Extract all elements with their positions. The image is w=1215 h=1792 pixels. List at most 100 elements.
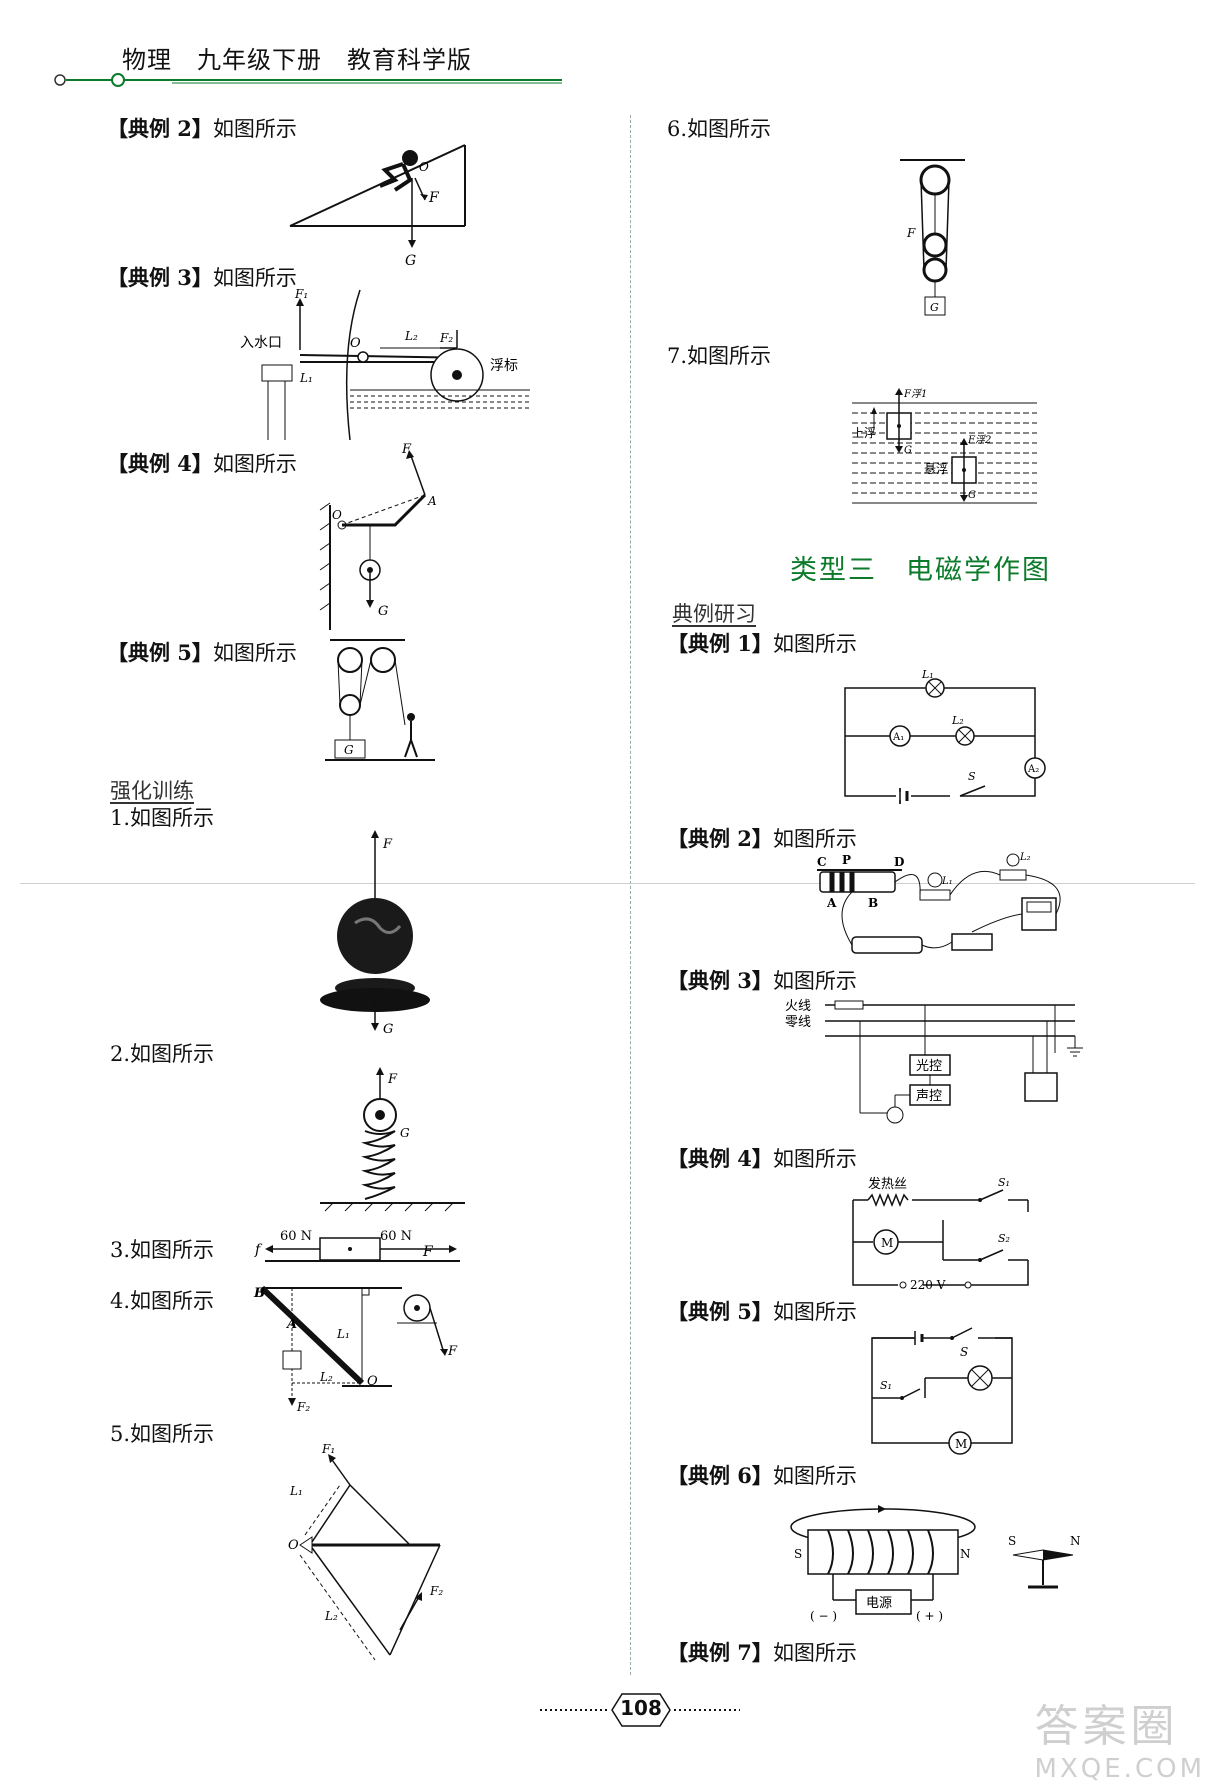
right-example-7: 【典例 7】如图所示 <box>667 1640 857 1665</box>
svg-text:F: F <box>428 190 440 206</box>
left-exercise-3: 3.如图所示 <box>110 1238 215 1262</box>
svg-text:F₁: F₁ <box>294 287 308 301</box>
svg-text:S: S <box>1008 1534 1016 1548</box>
watermark: 答案圈 MXQE.COM <box>1035 1690 1205 1784</box>
svg-text:G: G <box>930 301 939 314</box>
svg-text:60 N: 60 N <box>380 1229 412 1244</box>
figure-angle-lever: F₁ L₁ O F₂ L₂ <box>270 1442 470 1675</box>
svg-text:F: F <box>906 226 916 240</box>
left-example-5: 【典例 5】如图所示 <box>107 640 297 665</box>
figure-incline-climber: O F G <box>285 140 485 270</box>
svg-text:O: O <box>332 508 342 522</box>
svg-text:G: G <box>383 1022 393 1037</box>
svg-text:A: A <box>826 896 837 910</box>
svg-text:O: O <box>350 336 361 351</box>
svg-text:S: S <box>968 770 976 783</box>
svg-text:G: G <box>400 1126 410 1140</box>
svg-text:O: O <box>288 1538 299 1553</box>
figure-block-tackle: F G <box>895 155 985 325</box>
right-example-5: 【典例 5】如图所示 <box>667 1299 857 1324</box>
left-example-2: 【典例 2】如图所示 <box>107 116 297 141</box>
svg-text:火线: 火线 <box>785 999 811 1014</box>
svg-text:S₁: S₁ <box>880 1379 892 1392</box>
svg-text:F₂: F₂ <box>296 1400 310 1414</box>
svg-text:G: G <box>968 490 976 501</box>
svg-text:电源: 电源 <box>866 1596 892 1611</box>
svg-text:S₁: S₁ <box>998 1176 1010 1189</box>
svg-text:( + ): ( + ) <box>916 1609 943 1623</box>
right-exercise-6: 6.如图所示 <box>667 117 772 141</box>
svg-text:L₂: L₂ <box>319 1370 333 1384</box>
svg-text:F浮1: F浮1 <box>903 388 927 400</box>
right-example-3: 【典例 3】如图所示 <box>667 968 857 993</box>
figure-spring-ball: F G <box>320 1065 470 1225</box>
svg-text:G: G <box>405 253 416 269</box>
left-example-4: 【典例 4】如图所示 <box>107 451 297 476</box>
svg-text:O: O <box>367 1374 378 1389</box>
svg-text:N: N <box>1070 1534 1081 1548</box>
svg-text:C: C <box>817 855 827 869</box>
svg-text:G: G <box>344 743 354 757</box>
figure-block-forces: f 60 N 60 N F <box>254 1228 470 1273</box>
right-example-1: 【典例 1】如图所示 <box>667 631 857 656</box>
svg-text:L₁: L₁ <box>289 1484 303 1498</box>
svg-text:F₁: F₁ <box>321 1442 335 1456</box>
figure-circuit-parallel-lamps: L₁ L₂ A₁ A₂ S <box>840 668 1046 804</box>
svg-text:F₂: F₂ <box>429 1584 443 1598</box>
svg-text:B: B <box>868 896 878 910</box>
svg-text:发热丝: 发热丝 <box>868 1176 907 1192</box>
svg-text:L₂: L₂ <box>951 714 964 727</box>
svg-text:M: M <box>881 1236 893 1250</box>
svg-text:60 N: 60 N <box>280 1229 312 1244</box>
figure-heater-motor-circuit: 发热丝 S₁ S₂ M 220 V <box>848 1170 1033 1295</box>
svg-text:F: F <box>422 1244 434 1260</box>
left-exercise-1: 1.如图所示 <box>110 806 215 830</box>
figure-solenoid-compass: S N 电源 ( − ) ( + ) S N <box>788 1495 1088 1625</box>
page-number: 108 <box>620 1696 662 1720</box>
right-example-6: 【典例 6】如图所示 <box>667 1463 857 1488</box>
svg-text:B: B <box>253 1286 265 1301</box>
figure-pulley-system-person: G <box>325 635 445 765</box>
svg-text:N: N <box>960 1547 971 1561</box>
column-divider <box>630 115 631 1675</box>
figure-bent-lever-wall: O A F G <box>319 442 450 630</box>
svg-text:L₁: L₁ <box>941 876 953 887</box>
right-exercise-7: 7.如图所示 <box>667 344 772 368</box>
svg-text:上浮: 上浮 <box>852 426 876 440</box>
page-number-footer: 108 <box>540 1690 740 1730</box>
figure-crane-lever: B A L₁ L₂ O F F₂ <box>252 1283 482 1414</box>
svg-text:L₂: L₂ <box>1019 852 1031 863</box>
right-example-2: 【典例 2】如图所示 <box>667 826 857 851</box>
svg-text:S: S <box>960 1345 968 1359</box>
figure-physical-circuit: C P D A B L₁ L₂ <box>812 852 1072 964</box>
figure-float-valve-lever: F₁ 入水口 O L₂ F₂ 浮标 L₁ <box>240 287 530 441</box>
svg-text:F₂: F₂ <box>439 331 453 345</box>
svg-text:L₁: L₁ <box>921 668 934 681</box>
svg-text:L₂: L₂ <box>324 1609 338 1623</box>
figure-lamp-motor-circuit: S S₁ M <box>860 1323 1020 1455</box>
svg-text:L₂: L₂ <box>404 329 418 343</box>
svg-text:浮标: 浮标 <box>490 358 518 374</box>
page-header-title: 物理 九年级下册 教育科学版 <box>122 46 472 74</box>
svg-text:G: G <box>904 445 912 456</box>
svg-text:D: D <box>894 855 904 869</box>
svg-text:A: A <box>285 1317 297 1332</box>
svg-text:F: F <box>401 442 412 457</box>
svg-text:零线: 零线 <box>785 1015 811 1030</box>
left-exercise-4: 4.如图所示 <box>110 1289 215 1313</box>
svg-text:F: F <box>387 1072 398 1087</box>
svg-text:悬浮: 悬浮 <box>924 462 948 476</box>
watermark-main: 答案圈 <box>1034 1701 1179 1752</box>
svg-text:S: S <box>794 1547 802 1561</box>
left-subheading-training: 强化训练 <box>110 779 194 803</box>
left-example-3: 【典例 3】如图所示 <box>107 265 297 290</box>
figure-household-wiring: 火线 零线 光控 声控 <box>785 993 1085 1128</box>
figure-levitating-globe: F G <box>320 828 450 1038</box>
scan-fold-line <box>20 883 1195 884</box>
svg-text:A: A <box>427 494 437 508</box>
svg-text:f: f <box>254 1242 263 1258</box>
left-exercise-2: 2.如图所示 <box>110 1042 215 1066</box>
svg-text:G: G <box>378 604 388 619</box>
watermark-domain: MXQE.COM <box>1034 1754 1205 1784</box>
svg-text:S₂: S₂ <box>998 1232 1010 1245</box>
